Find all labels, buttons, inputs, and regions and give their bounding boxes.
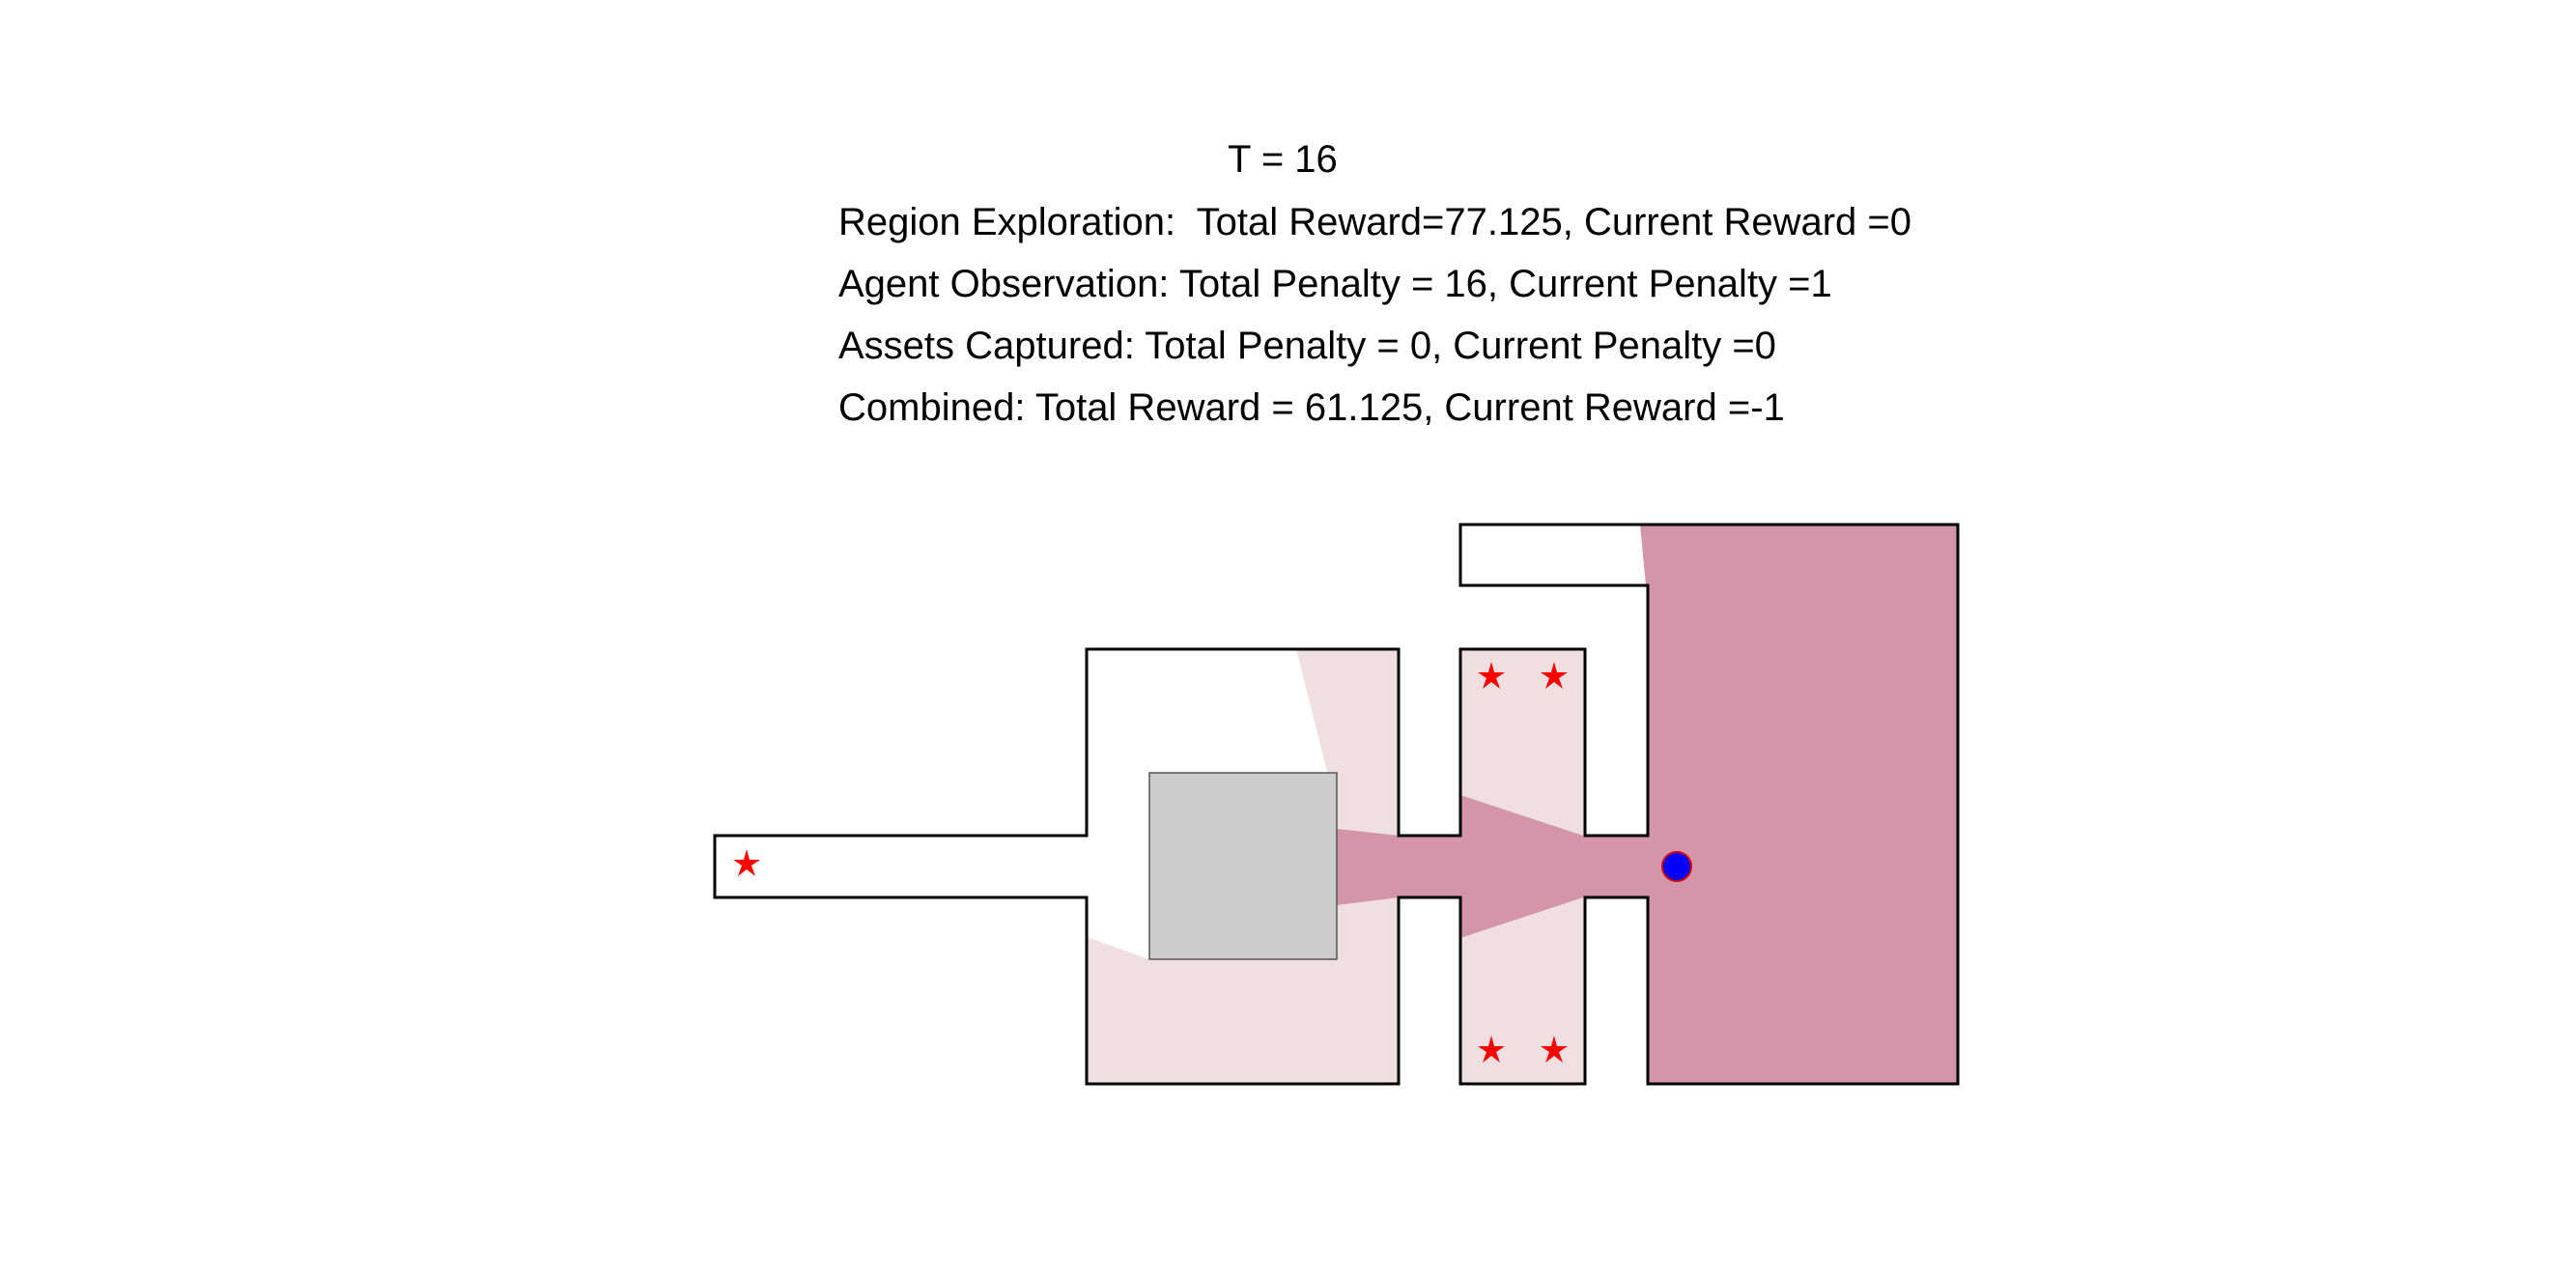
obstacle-block bbox=[1148, 772, 1338, 960]
combined-stats: Combined: Total Reward = 61.125, Current… bbox=[838, 386, 1785, 429]
explored-area-left-room bbox=[1087, 649, 1399, 1084]
asset-star-icon bbox=[1478, 662, 1505, 689]
asset-star-icon bbox=[1541, 1036, 1568, 1063]
asset-star-icon bbox=[733, 849, 760, 876]
environment-walls bbox=[713, 523, 1960, 1086]
assets-captured-stats: Assets Captured: Total Penalty = 0, Curr… bbox=[838, 325, 1776, 367]
agent-observation-stats: Agent Observation: Total Penalty = 16, C… bbox=[838, 263, 1832, 305]
assets bbox=[733, 662, 1568, 1063]
asset-star-icon bbox=[1478, 1036, 1505, 1063]
agent-marker-icon bbox=[1661, 851, 1692, 882]
asset-star-icon bbox=[1541, 662, 1568, 689]
region-exploration-stats: Region Exploration: Total Reward=77.125,… bbox=[838, 201, 1912, 243]
time-step-label: T = 16 bbox=[1228, 138, 1338, 181]
visible-doorway bbox=[1585, 836, 1648, 897]
visible-area-right-room bbox=[1640, 525, 1958, 1084]
